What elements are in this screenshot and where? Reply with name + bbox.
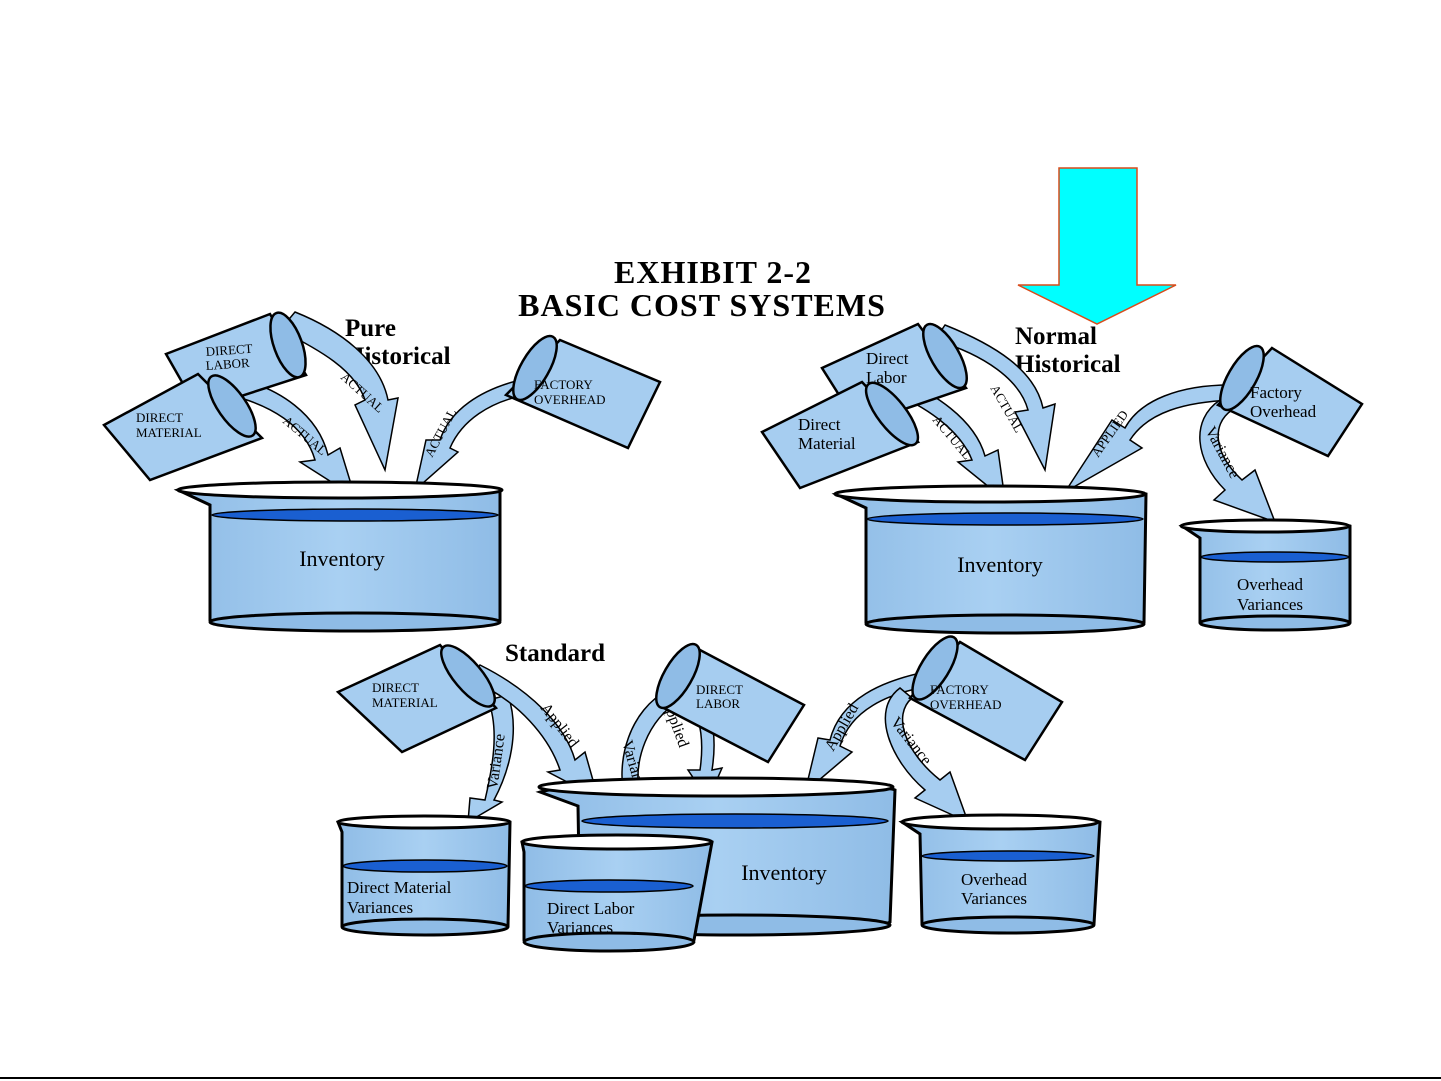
pitcher-factory-overhead: FACTORY OVERHEAD [503, 334, 662, 450]
exhibit-title: EXHIBIT 2-2 BASIC COST SYSTEMS [518, 254, 886, 323]
variance-label: Direct Material [347, 878, 452, 897]
pitcher-direct-material: Direct Material [760, 380, 921, 490]
direct-labor-variance-beaker: Direct Labor Variances [520, 833, 714, 953]
exhibit-title-line2: BASIC COST SYSTEMS [518, 287, 886, 323]
pitcher-label: DIRECT [696, 682, 743, 697]
pitcher-label: Direct [798, 415, 841, 434]
pitcher-label: Overhead [1250, 402, 1317, 421]
variance-label: Variances [961, 889, 1027, 908]
pitcher-label: Material [798, 434, 856, 453]
inventory-beaker: Inventory [173, 480, 504, 633]
variance-label: Variances [347, 898, 413, 917]
inventory-beaker: Inventory [831, 484, 1148, 635]
pitcher-direct-material: DIRECT MATERIAL [335, 643, 499, 754]
flow-arrow [229, 377, 357, 499]
pure-historical-label-line1: Pure [345, 315, 396, 342]
pitcher-label: LABOR [205, 355, 250, 373]
flow-arrow [278, 311, 399, 473]
bottom-divider [0, 1077, 1441, 1079]
pitcher-label: DIRECT [372, 680, 419, 695]
inventory-label: Inventory [741, 860, 827, 885]
exhibit-title-line1: EXHIBIT 2-2 [614, 254, 812, 290]
overhead-variance-beaker: Overhead Variances [898, 813, 1102, 935]
pitcher-factory-overhead: Factory Overhead [1215, 344, 1364, 458]
pitcher-label: LABOR [696, 696, 740, 711]
inventory-label: Inventory [957, 552, 1043, 577]
variance-label: Overhead [1237, 575, 1304, 594]
variance-label: Variances [1237, 595, 1303, 614]
pitcher-label: Factory [1250, 383, 1302, 402]
standard-label: Standard [505, 640, 605, 667]
pure-historical-section: Pure Historical ACTUAL ACTUAL ACTUAL DIR… [102, 311, 662, 633]
normal-historical-label-line1: Normal [1015, 323, 1097, 350]
normal-historical-label-line2: Historical [1015, 351, 1121, 378]
pitcher-label: Direct [866, 349, 909, 368]
down-arrow-icon [1017, 167, 1177, 325]
pitcher-label: OVERHEAD [534, 392, 606, 407]
standard-section: Standard Variance Applied Variance Appli… [335, 635, 1102, 953]
flow-label-applied: Applied [822, 701, 862, 754]
pitcher-label: FACTORY [534, 377, 593, 392]
pitcher-label: OVERHEAD [930, 697, 1002, 712]
pitcher-direct-labor: DIRECT LABOR [655, 642, 806, 764]
flow-arrow [467, 694, 514, 824]
pitcher-label: MATERIAL [136, 425, 202, 440]
direct-material-variance-beaker: Direct Material Variances [335, 814, 512, 937]
pitcher-label: MATERIAL [372, 695, 438, 710]
variance-label: Direct Labor [547, 899, 635, 918]
pitcher-label: FACTORY [930, 682, 989, 697]
variance-label: Overhead [961, 870, 1028, 889]
variance-label: Variances [547, 918, 613, 937]
normal-historical-section: Normal Historical ACTUAL ACTUAL APPLIED … [760, 322, 1364, 635]
pitcher-direct-material: DIRECT MATERIAL [102, 372, 265, 482]
inventory-label: Inventory [299, 546, 385, 571]
pitcher-label: DIRECT [205, 341, 253, 359]
flow-arrow [468, 664, 600, 800]
overhead-variance-beaker: Overhead Variances [1178, 518, 1352, 632]
pitcher-label: DIRECT [136, 410, 183, 425]
pitcher-factory-overhead: FACTORY OVERHEAD [908, 635, 1064, 762]
